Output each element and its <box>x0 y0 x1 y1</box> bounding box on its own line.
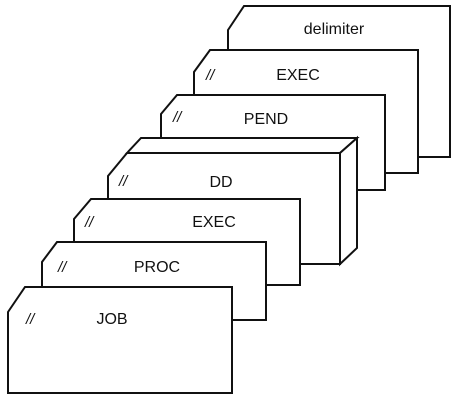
card-job: // JOB <box>7 286 233 394</box>
card-pend-slashes: // <box>172 109 183 126</box>
card-exec-top-slashes: // <box>205 67 216 84</box>
card-dd-side-face <box>339 135 358 267</box>
card-job-keyword: JOB <box>96 311 127 328</box>
card-delimiter-keyword: delimiter <box>304 21 365 38</box>
card-dd-top-face <box>124 137 360 154</box>
card-pend-keyword: PEND <box>244 111 288 128</box>
card-exec-top-keyword: EXEC <box>276 67 320 84</box>
card-dd-keyword: DD <box>209 174 232 191</box>
card-dd-slashes: // <box>118 173 129 190</box>
card-exec-keyword: EXEC <box>192 214 236 231</box>
card-proc-slashes: // <box>57 259 68 276</box>
card-proc-keyword: PROC <box>134 259 180 276</box>
card-job-outline <box>7 286 233 394</box>
card-job-slashes: // <box>25 311 36 328</box>
card-exec-slashes: // <box>84 214 95 231</box>
